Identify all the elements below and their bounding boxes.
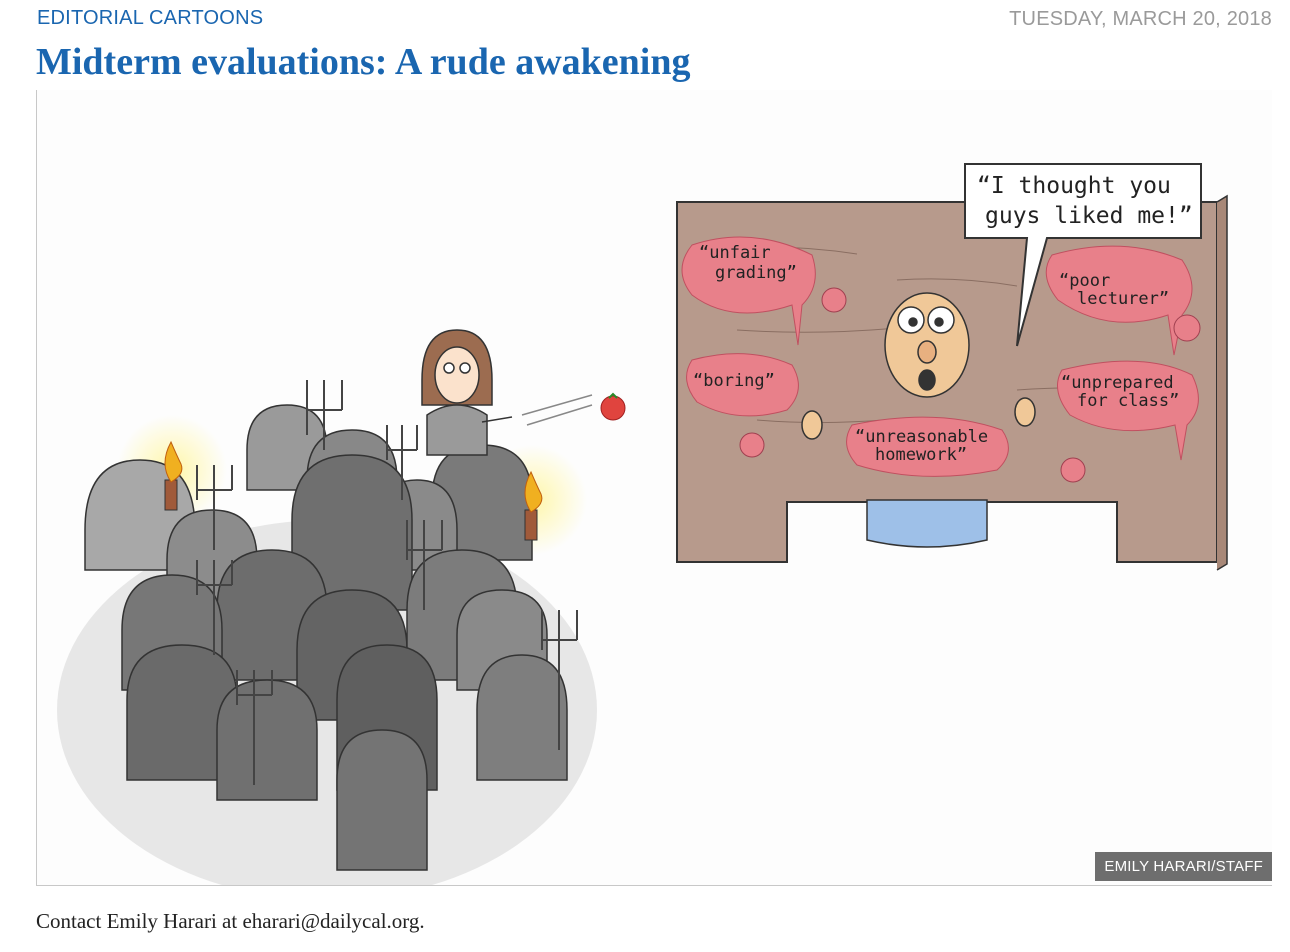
speech-line-2: guys liked me!” [985, 203, 1193, 229]
torches [164, 440, 543, 541]
publish-date: TUESDAY, MARCH 20, 2018 [1009, 8, 1272, 30]
speech-bubble: “I thought you guys liked me!” [964, 163, 1202, 347]
throwing-student [421, 329, 513, 456]
insult-splats [681, 236, 1199, 477]
contact-line: Contact Emily Harari at eharari@dailycal… [36, 909, 425, 934]
splat-text-unfair-2: grading” [715, 263, 797, 283]
contact-email[interactable]: eharari@dailycal.org. [242, 909, 425, 933]
cartoon-illustration: “unfair grading” “poor lecturer” “boring… [57, 163, 1228, 885]
splat-text-homework-1: “unreasonable [855, 427, 988, 447]
professor [801, 292, 1036, 548]
speech-line-1: “I thought you [977, 173, 1171, 199]
article-headline[interactable]: Midterm evaluations: A rude awakening [36, 41, 691, 83]
thrown-tomato [521, 392, 626, 426]
splat-text-homework-2: homework” [875, 445, 967, 465]
cartoon-figure: “unfair grading” “poor lecturer” “boring… [36, 90, 1272, 886]
splat-text-unfair-1: “unfair [699, 243, 771, 263]
pitchforks [196, 380, 578, 785]
splat-text-poor-1: “poor [1059, 271, 1110, 291]
splat-text-poor-2: lecturer” [1077, 289, 1169, 309]
splat-text-unprepared-2: for class” [1077, 391, 1179, 411]
section-link[interactable]: EDITORIAL CARTOONS [37, 7, 264, 29]
splattered-tomatoes [739, 287, 1201, 483]
splat-text-unprepared-1: “unprepared [1061, 373, 1174, 393]
contact-prefix: Contact Emily Harari at [36, 909, 243, 933]
splat-text-boring: “boring” [693, 371, 775, 391]
photo-credit: EMILY HARARI/STAFF [1095, 852, 1272, 881]
angry-crowd [84, 404, 568, 871]
